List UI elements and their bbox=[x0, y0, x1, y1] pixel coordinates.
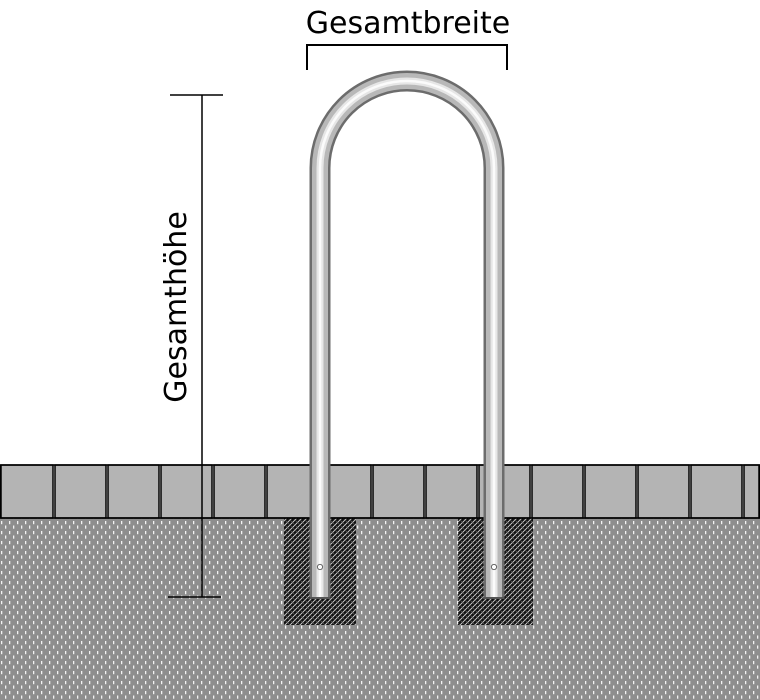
bolt-hole-right-icon bbox=[490, 563, 498, 571]
bollard-icon bbox=[309, 70, 505, 599]
paving-stone bbox=[531, 464, 584, 519]
width-dimension-bracket bbox=[306, 44, 508, 70]
paving-stone bbox=[690, 464, 743, 519]
width-label: Gesamtbreite bbox=[306, 6, 510, 41]
paving-stones bbox=[0, 464, 760, 519]
paving-border bbox=[0, 464, 760, 519]
paving-stone bbox=[637, 464, 690, 519]
paving-stone bbox=[54, 464, 107, 519]
paving-stone bbox=[743, 464, 760, 519]
bolt-hole-left-icon bbox=[316, 563, 324, 571]
paving-stone bbox=[107, 464, 160, 519]
paving-stone bbox=[0, 464, 54, 519]
height-label: Gesamthöhe bbox=[159, 211, 194, 403]
paving-stone bbox=[584, 464, 637, 519]
height-dimension-line bbox=[168, 94, 223, 598]
paving-stone bbox=[213, 464, 266, 519]
paving-stone bbox=[160, 464, 213, 519]
paving-stone bbox=[372, 464, 425, 519]
paving-stone bbox=[425, 464, 478, 519]
ground-soil bbox=[0, 518, 760, 700]
